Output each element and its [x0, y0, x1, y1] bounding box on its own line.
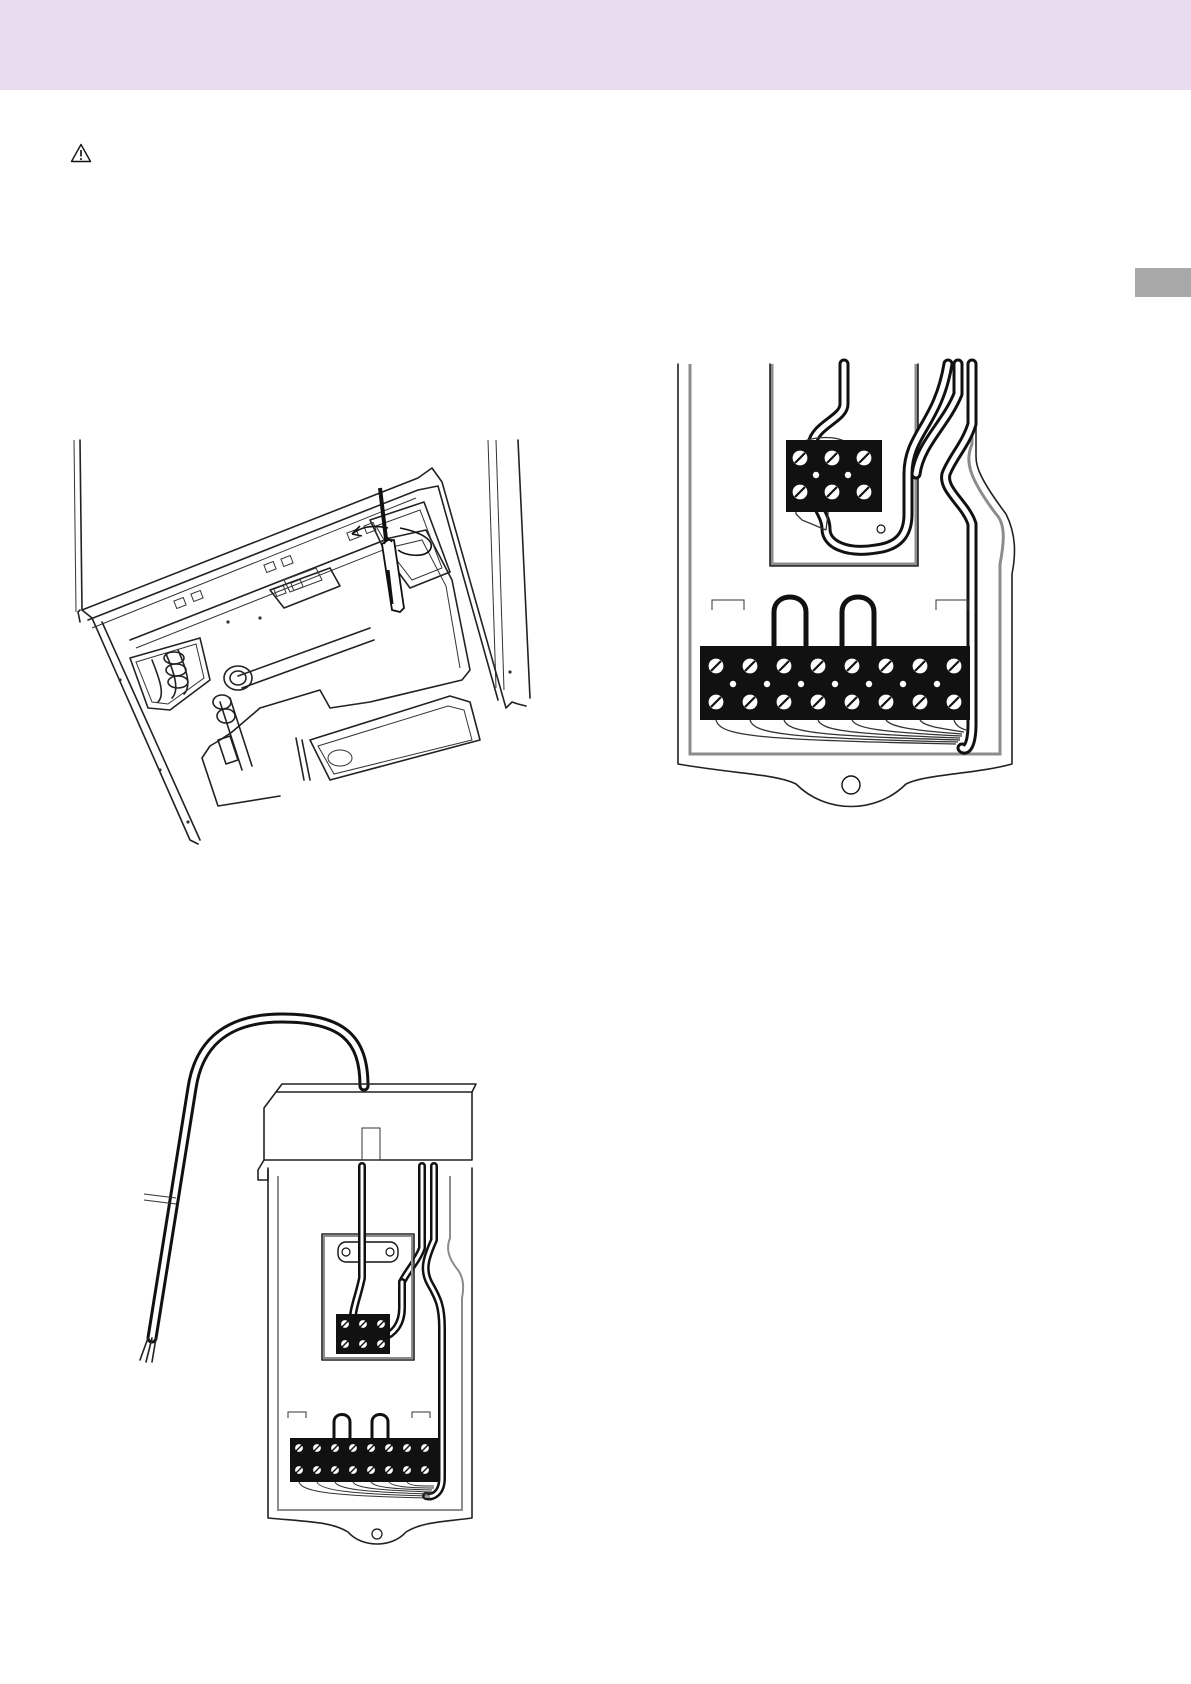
terminal-box-wiring-closeup-figure: [676, 364, 1026, 814]
section-side-tab: [1135, 268, 1191, 297]
warning-triangle-icon: [70, 143, 92, 163]
terminal-box-with-cable-figure: [112, 1008, 492, 1568]
appliance-rear-panel-screwdriver-figure: [70, 440, 570, 850]
page-header-band: [0, 0, 1191, 90]
